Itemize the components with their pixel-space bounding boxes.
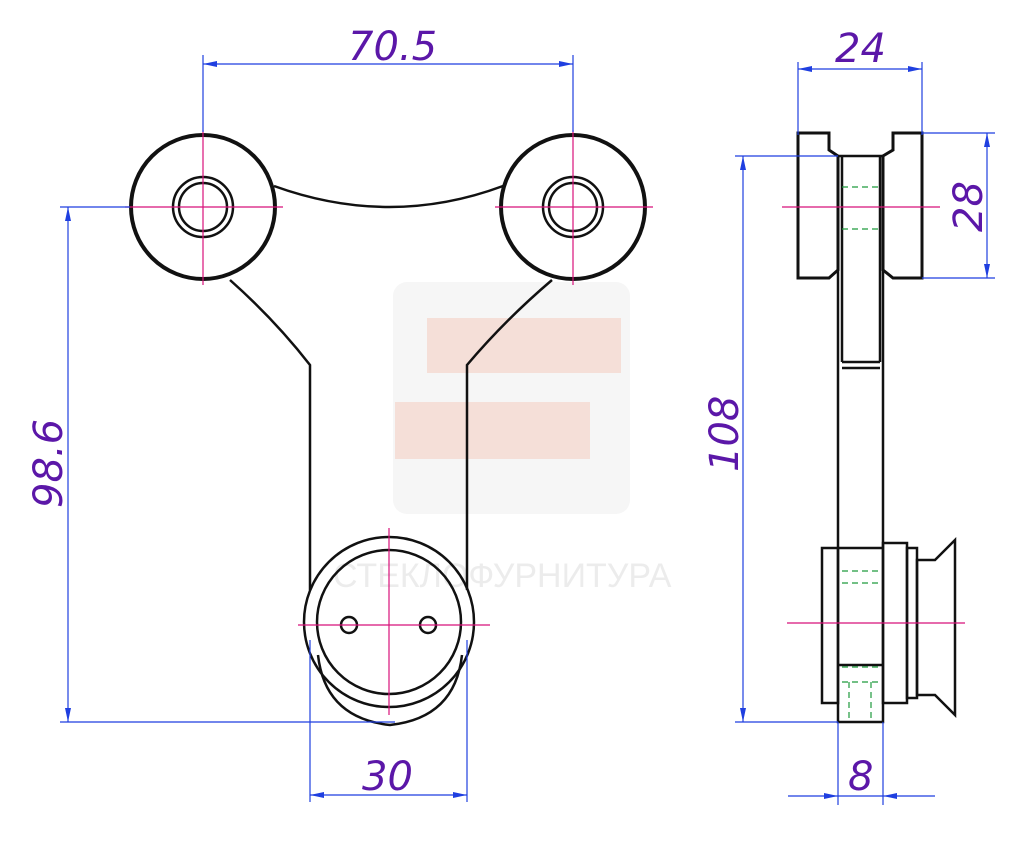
side-bottom-clamp-left xyxy=(820,546,840,705)
watermark-text: СТЕКЛОФУРНИТУРА xyxy=(333,557,672,595)
watermark-logo: СТЕКЛОФУРНИТУРА xyxy=(333,282,672,595)
side-top-wheel-left xyxy=(796,131,840,280)
dim-side-bottom-width: 8 xyxy=(848,754,873,800)
front-dimensions xyxy=(60,55,574,802)
front-center-lines xyxy=(125,130,653,715)
dim-front-top-width: 70.5 xyxy=(348,24,437,70)
front-body-outline xyxy=(273,184,504,209)
dim-side-top-width: 24 xyxy=(835,26,886,72)
dim-front-height: 98.6 xyxy=(26,419,72,508)
side-hidden-lines xyxy=(842,186,880,722)
side-top-wheel-right xyxy=(881,131,924,280)
side-bar-outline xyxy=(836,156,885,724)
side-center-lines xyxy=(782,206,965,624)
side-view xyxy=(796,131,957,724)
side-bottom-roller xyxy=(915,536,957,719)
dim-front-bottom-width: 30 xyxy=(362,754,413,800)
dim-side-top-height: 28 xyxy=(946,181,992,232)
dim-side-height: 108 xyxy=(702,396,748,472)
side-dimensions xyxy=(735,62,995,805)
